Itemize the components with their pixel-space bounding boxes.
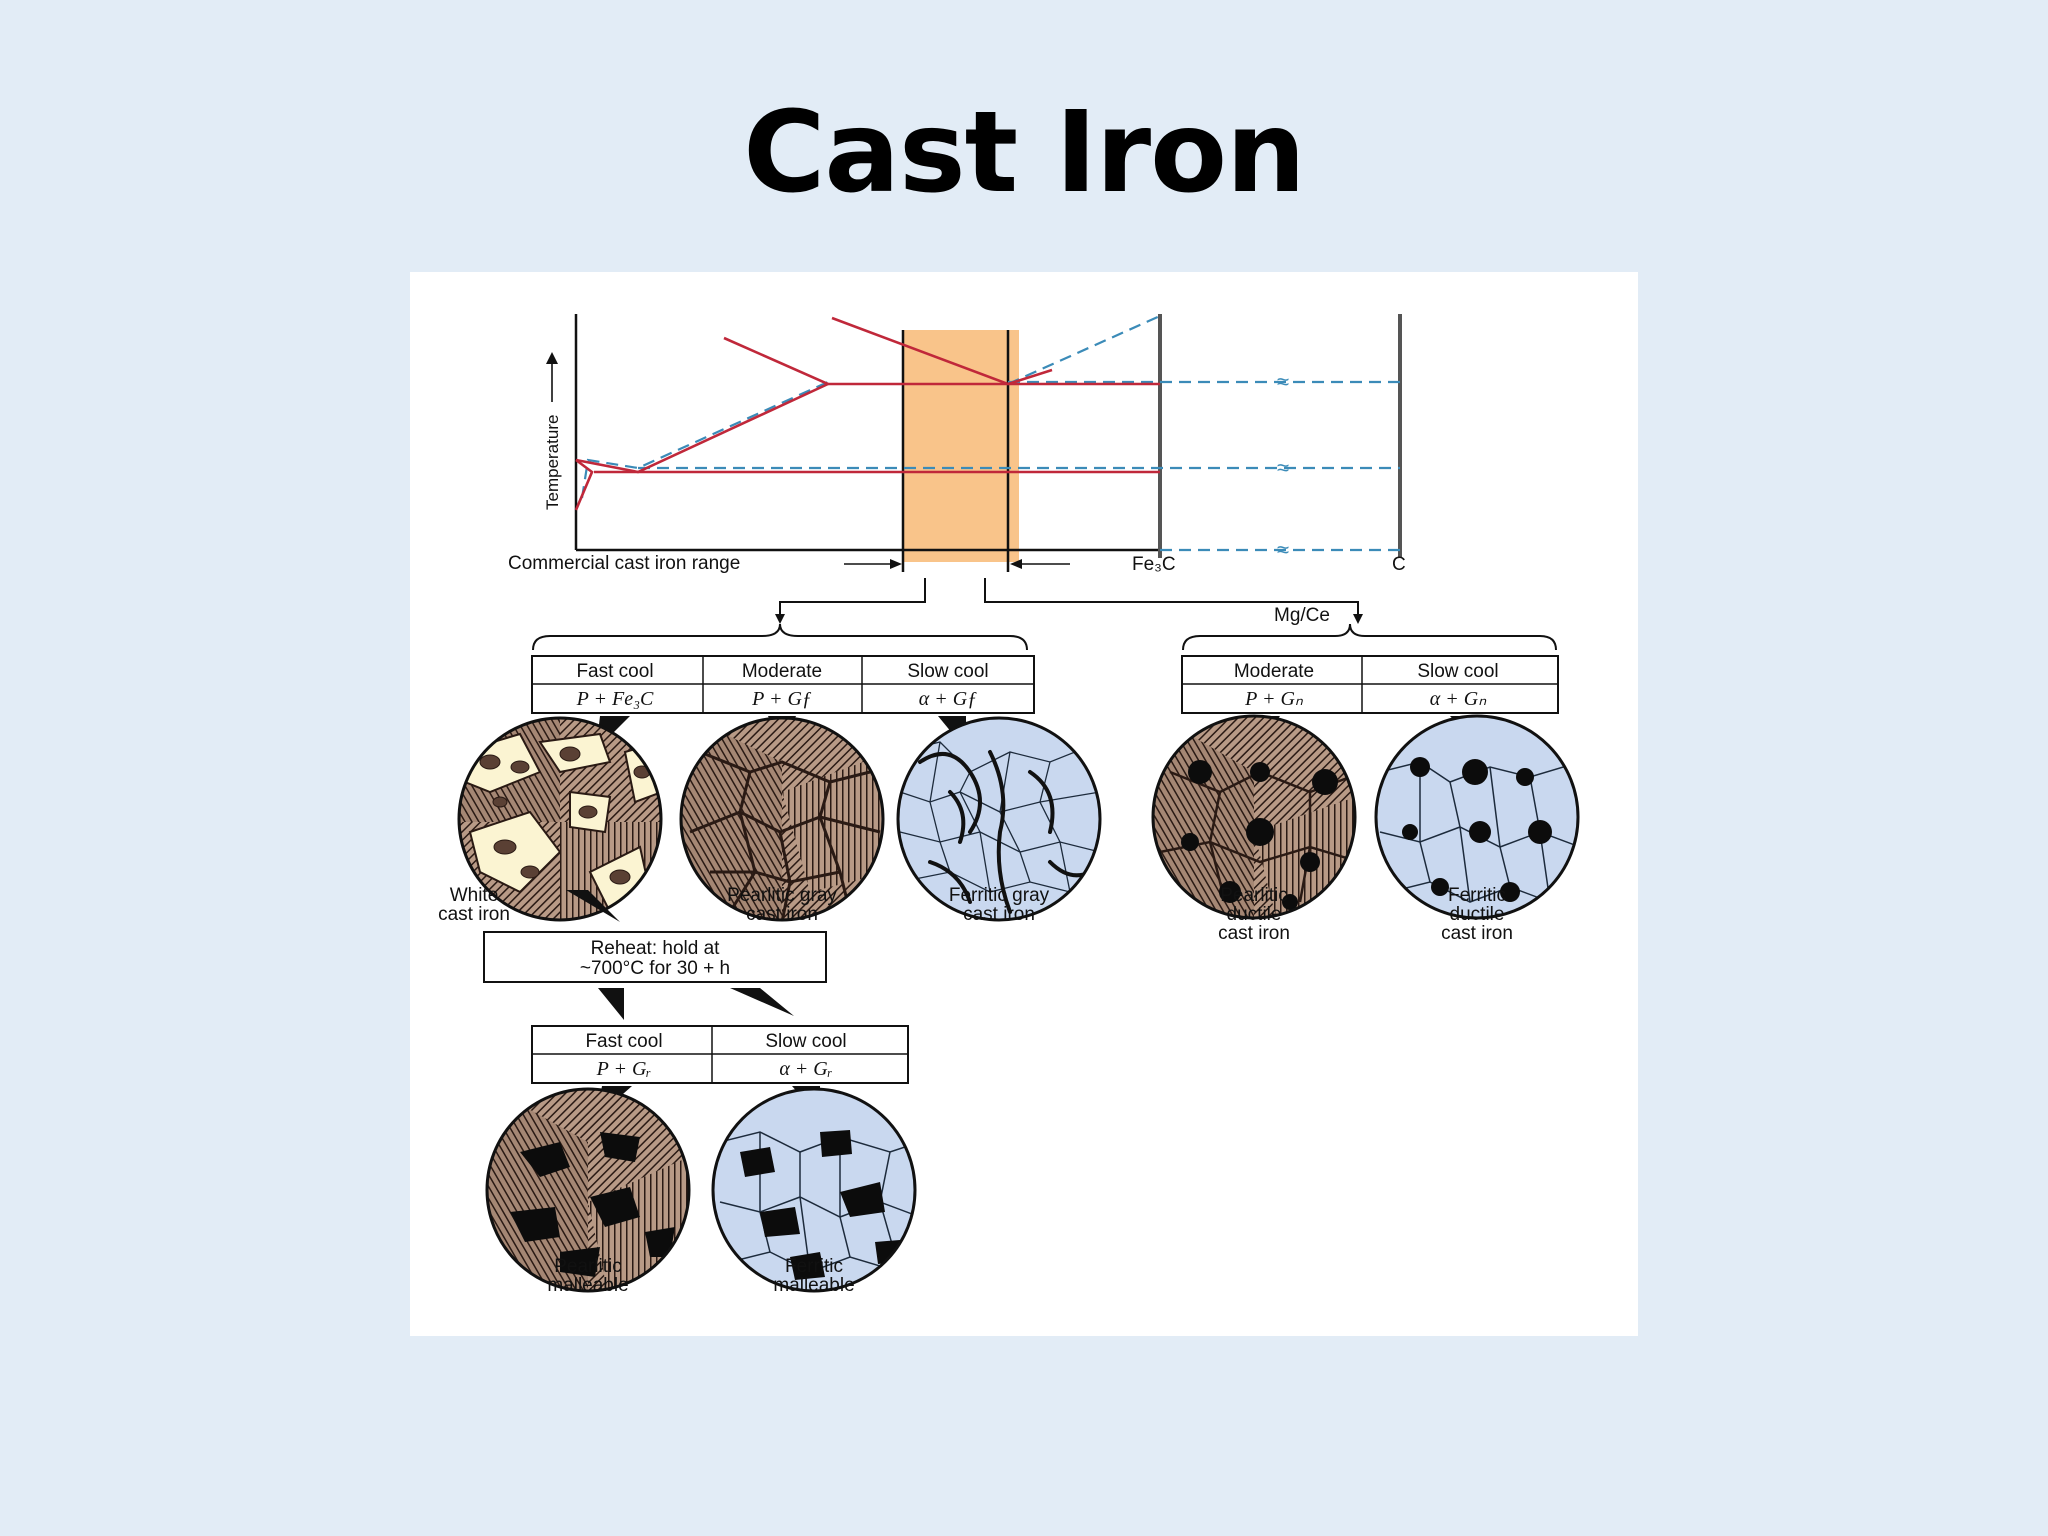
range-arrow-right-head bbox=[1010, 559, 1022, 569]
reheat-box: Reheat: hold at ~700°C for 30 + h bbox=[483, 931, 827, 983]
table-malleable-rate-2: Slow cool bbox=[765, 1031, 846, 1052]
mg-ce-label: Mg/Ce bbox=[1274, 605, 1330, 626]
temperature-axis-label: Temperature bbox=[543, 415, 562, 510]
table-left-rate-2: Moderate bbox=[742, 661, 822, 682]
malleable-pointer-right bbox=[730, 988, 794, 1016]
cooling-table-malleable: Fast cool Slow cool P + Gᵣ α + Gᵣ bbox=[531, 1025, 909, 1084]
pearlitic-ductile-label-2: ductile bbox=[1227, 904, 1282, 925]
table-left-phases-1: P + Fe₃C bbox=[576, 688, 654, 710]
table-left-phases-3: α + Gƒ bbox=[919, 688, 977, 710]
ferritic-gray-micrograph bbox=[896, 716, 1102, 922]
ferritic-ductile-label-2: ductile bbox=[1450, 904, 1505, 925]
ferritic-malleable-micrograph bbox=[711, 1087, 917, 1293]
dashed-phase-lines bbox=[580, 314, 1400, 552]
commercial-range-label: Commercial cast iron range bbox=[508, 553, 740, 574]
white-cast-iron-label-2: cast iron bbox=[438, 904, 510, 925]
branch-arrow-right bbox=[1353, 614, 1363, 624]
pearlitic-gray-label-2: cast iron bbox=[746, 904, 818, 925]
break-symbol-middle: ≈ bbox=[1277, 455, 1289, 480]
reheat-line-1: Reheat: hold at bbox=[591, 938, 721, 959]
pearlitic-ductile-label-1: Pearlitic bbox=[1220, 885, 1288, 906]
white-cast-iron-micrograph bbox=[457, 716, 663, 922]
malleable-pointer-left bbox=[598, 988, 624, 1020]
reheat-line-2: ~700°C for 30 + h bbox=[580, 958, 730, 979]
table-right-rate-2: Slow cool bbox=[1417, 661, 1498, 682]
pearlitic-gray-label-1: Pearlitic gray bbox=[727, 885, 837, 906]
white-cast-iron-label-1: White bbox=[450, 885, 499, 906]
table-malleable-rate-1: Fast cool bbox=[585, 1031, 662, 1052]
cooling-table-right: Moderate Slow cool P + Gₙ α + Gₙ bbox=[1181, 655, 1559, 714]
pearlitic-malleable-label-2: malleable bbox=[547, 1275, 628, 1296]
table-left-phases-2: P + Gƒ bbox=[751, 688, 812, 710]
table-right-phases-2: α + Gₙ bbox=[1430, 688, 1487, 710]
break-symbol-upper: ≈ bbox=[1277, 369, 1289, 394]
table-malleable-phases-1: P + Gᵣ bbox=[596, 1058, 652, 1080]
pearlitic-ductile-micrograph bbox=[1151, 714, 1357, 920]
table-right-phases-1: P + Gₙ bbox=[1244, 688, 1304, 710]
break-symbol-lower: ≈ bbox=[1277, 537, 1289, 562]
cast-iron-figure: ≈ ≈ ≈ Temperature Commercial cast iron r… bbox=[410, 272, 1638, 1336]
ferritic-gray-label-2: cast iron bbox=[963, 904, 1035, 925]
pearlitic-gray-micrograph bbox=[679, 716, 885, 922]
table-right-rate-1: Moderate bbox=[1234, 661, 1314, 682]
range-arrow-left-head bbox=[890, 559, 902, 569]
solid-phase-lines bbox=[574, 316, 1160, 511]
reheat-pointer bbox=[566, 890, 620, 922]
commercial-range-band bbox=[903, 330, 1019, 562]
ferritic-malleable-label-1: Ferritic bbox=[785, 1256, 843, 1277]
temperature-arrow-head bbox=[546, 352, 558, 364]
pearlitic-malleable-label-1: Pearlitic bbox=[554, 1256, 622, 1277]
pearlitic-ductile-label-3: cast iron bbox=[1218, 923, 1290, 944]
ferritic-gray-label-1: Ferritic gray bbox=[949, 885, 1050, 906]
branch-connectors bbox=[532, 578, 1557, 651]
carbon-label: C bbox=[1392, 554, 1406, 575]
ferritic-ductile-micrograph bbox=[1374, 714, 1580, 920]
cooling-table-left: Fast cool Moderate Slow cool P + Fe₃C P … bbox=[531, 655, 1035, 714]
pearlitic-malleable-micrograph bbox=[485, 1087, 691, 1293]
phase-diagram: ≈ ≈ ≈ Temperature Commercial cast iron r… bbox=[508, 314, 1406, 575]
table-left-rate-1: Fast cool bbox=[576, 661, 653, 682]
ferritic-ductile-label-3: cast iron bbox=[1441, 923, 1513, 944]
ferritic-ductile-label-1: Ferritic bbox=[1448, 885, 1506, 906]
branch-arrow-left bbox=[775, 614, 785, 624]
table-malleable-phases-2: α + Gᵣ bbox=[779, 1058, 832, 1080]
fe3c-label: Fe₃C bbox=[1132, 554, 1176, 575]
slide-title: Cast Iron bbox=[743, 88, 1306, 218]
ferritic-malleable-label-2: malleable bbox=[773, 1275, 854, 1296]
table-left-rate-3: Slow cool bbox=[907, 661, 988, 682]
